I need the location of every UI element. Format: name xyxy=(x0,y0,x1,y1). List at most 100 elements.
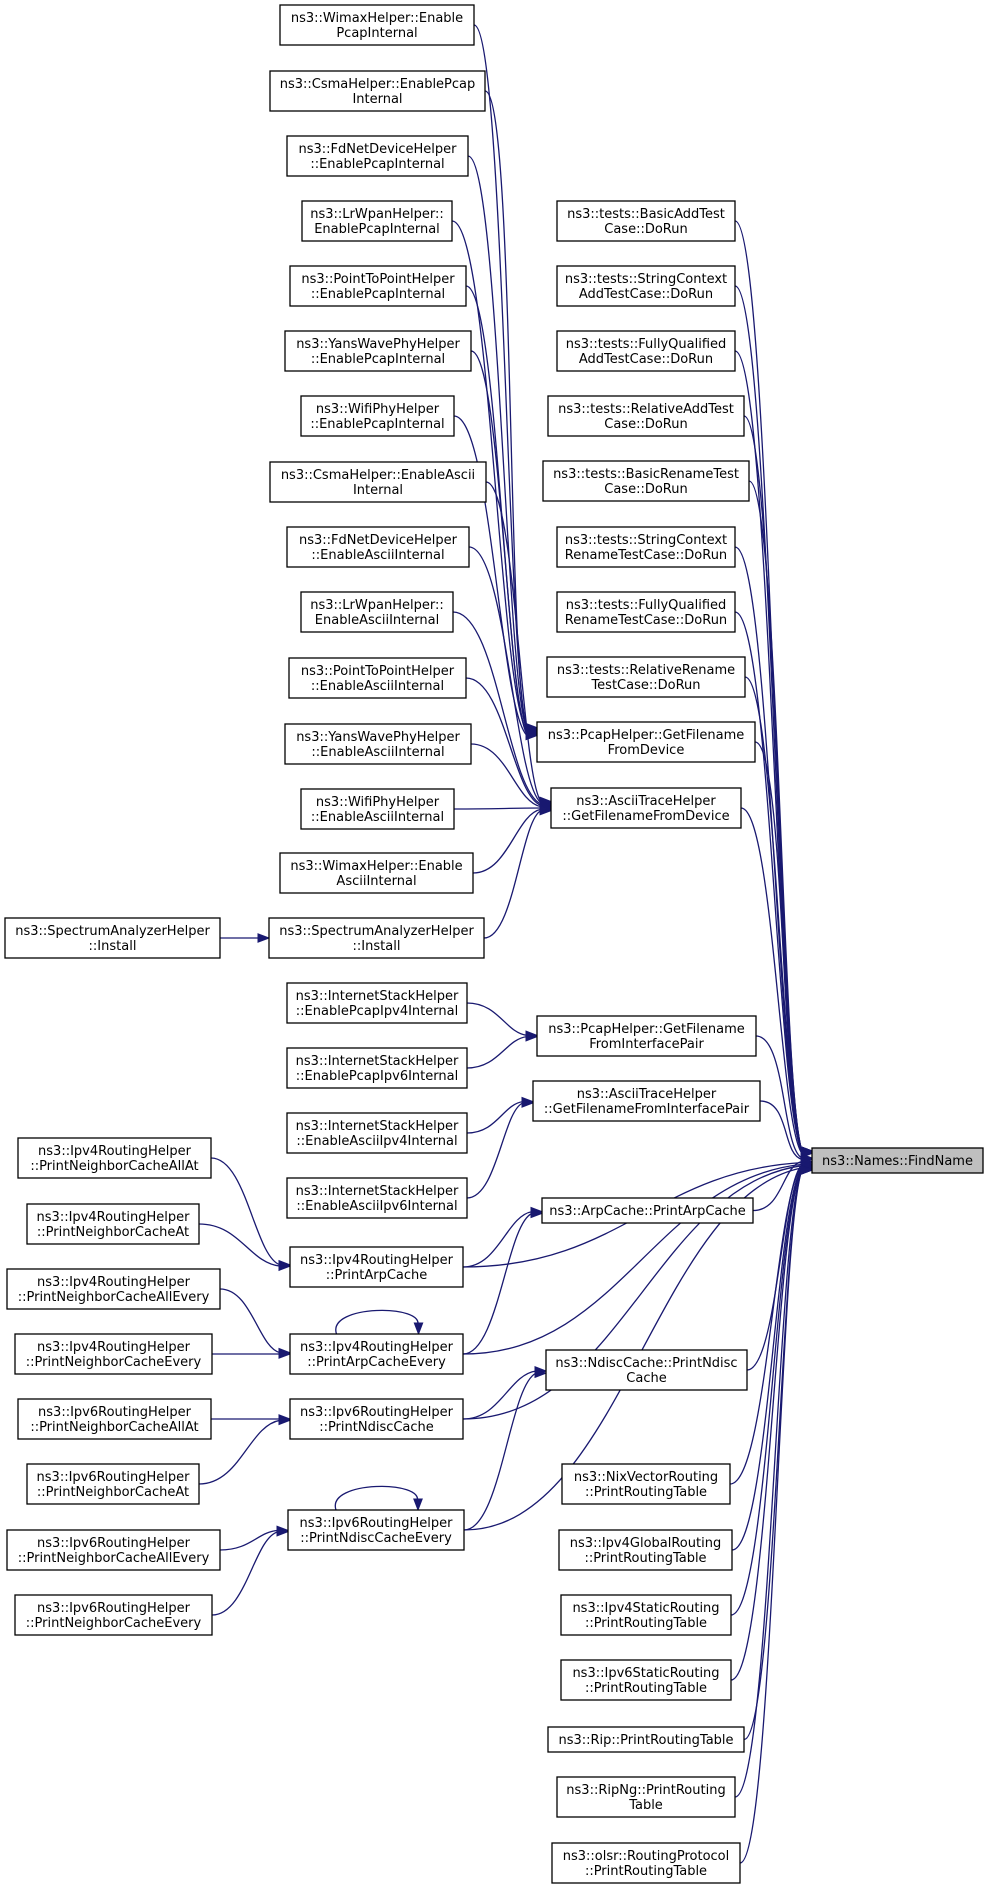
node-olsr-rt[interactable]: ns3::olsr::RoutingProtocol::PrintRouting… xyxy=(551,1842,741,1884)
arrowhead xyxy=(278,1349,292,1359)
node-t-string-ren[interactable]: ns3::tests::StringContextRenameTestCase:… xyxy=(556,526,736,568)
node-nix-rt[interactable]: ns3::NixVectorRouting::PrintRoutingTable xyxy=(561,1463,731,1505)
node-label: ns3::tests::FullyQualified xyxy=(566,337,727,352)
edge-ish-ascii6-to-ascii-if xyxy=(466,1102,524,1199)
node-box xyxy=(541,1197,754,1224)
node-box xyxy=(556,265,736,307)
node-box xyxy=(14,1333,213,1375)
edge-ascii-dev-to-target xyxy=(740,807,803,1154)
edge-t-fully-ren-to-target xyxy=(734,611,803,1152)
node-v6-ndisc[interactable]: ns3::Ipv6RoutingHelper::PrintNdiscCache xyxy=(289,1398,464,1440)
edge-pcap-if-to-target xyxy=(755,1035,803,1159)
node-spectrum-left[interactable]: ns3::SpectrumAnalyzerHelper::Install xyxy=(4,917,221,959)
node-ish-pcap4[interactable]: ns3::InternetStackHelper::EnablePcapIpv4… xyxy=(286,982,468,1024)
node-t-fully-add[interactable]: ns3::tests::FullyQualifiedAddTestCase::D… xyxy=(556,330,736,372)
node-csma-pcap[interactable]: ns3::CsmaHelper::EnablePcapInternal xyxy=(269,70,486,112)
node-label: ns3::PointToPointHelper xyxy=(301,664,455,679)
node-box xyxy=(286,526,470,568)
node-lrwpan-pcap[interactable]: ns3::LrWpanHelper::EnablePcapInternal xyxy=(301,200,453,242)
node-pcap-dev[interactable]: ns3::PcapHelper::GetFilenameFromDevice xyxy=(536,721,756,763)
node-box xyxy=(532,1080,761,1122)
node-target[interactable]: ns3::Names::FindName xyxy=(811,1147,984,1174)
node-t-rel-ren[interactable]: ns3::tests::RelativeRenameTestCase::DoRu… xyxy=(546,656,746,698)
node-v4-arp[interactable]: ns3::Ipv4RoutingHelper::PrintArpCache xyxy=(289,1246,464,1288)
node-yans-pcap[interactable]: ns3::YansWavePhyHelper::EnablePcapIntern… xyxy=(284,330,472,372)
node-label: ::PrintNeighborCacheAllEvery xyxy=(18,1290,210,1305)
node-v6-nc-allat[interactable]: ns3::Ipv6RoutingHelper::PrintNeighborCac… xyxy=(17,1398,212,1440)
node-yans-ascii[interactable]: ns3::YansWavePhyHelper::EnableAsciiInter… xyxy=(284,723,472,765)
node-v6s-rt[interactable]: ns3::Ipv6StaticRouting::PrintRoutingTabl… xyxy=(560,1659,732,1701)
node-label: ns3::tests::BasicAddTest xyxy=(567,207,725,222)
node-v4-nc-every[interactable]: ns3::Ipv4RoutingHelper::PrintNeighborCac… xyxy=(14,1333,213,1375)
node-box xyxy=(287,1509,465,1551)
node-label: ns3::Ipv4RoutingHelper xyxy=(38,1144,192,1159)
edge-ripng-rt-to-target xyxy=(734,1169,803,1798)
edge-rip-rt-to-target xyxy=(743,1169,803,1741)
node-ripng-rt[interactable]: ns3::RipNg::PrintRoutingTable xyxy=(556,1776,736,1818)
node-label: ns3::tests::StringContext xyxy=(565,533,727,548)
node-wifi-ascii[interactable]: ns3::WifiPhyHelper::EnableAsciiInternal xyxy=(300,788,455,830)
arrowhead xyxy=(530,1208,544,1219)
node-wimax-ascii[interactable]: ns3::WimaxHelper::EnableAsciiInternal xyxy=(279,852,474,894)
node-v6-ndisc-every[interactable]: ns3::Ipv6RoutingHelper::PrintNdiscCacheE… xyxy=(287,1509,465,1551)
node-box xyxy=(546,656,746,698)
node-label: ns3::Ipv6StaticRouting xyxy=(572,1666,719,1681)
node-box xyxy=(289,265,467,307)
node-wifi-pcap[interactable]: ns3::WifiPhyHelper::EnablePcapInternal xyxy=(300,395,455,437)
node-lrwpan-ascii[interactable]: ns3::LrWpanHelper::EnableAsciiInternal xyxy=(300,591,454,633)
node-spectrum-mid[interactable]: ns3::SpectrumAnalyzerHelper::Install xyxy=(268,917,485,959)
node-p2p-ascii[interactable]: ns3::PointToPointHelper::EnableAsciiInte… xyxy=(288,657,467,699)
node-fd-pcap[interactable]: ns3::FdNetDeviceHelper::EnablePcapIntern… xyxy=(286,135,469,177)
node-p2p-pcap[interactable]: ns3::PointToPointHelper::EnablePcapInter… xyxy=(289,265,467,307)
node-ish-ascii6[interactable]: ns3::InternetStackHelper::EnableAsciiIpv… xyxy=(286,1177,468,1219)
node-label: ns3::WifiPhyHelper xyxy=(316,795,440,810)
node-label: AddTestCase::DoRun xyxy=(579,352,713,367)
node-t-fully-ren[interactable]: ns3::tests::FullyQualifiedRenameTestCase… xyxy=(556,591,736,633)
node-v4-arp-every[interactable]: ns3::Ipv4RoutingHelper::PrintArpCacheEve… xyxy=(289,1333,464,1375)
node-v4s-rt[interactable]: ns3::Ipv4StaticRouting::PrintRoutingTabl… xyxy=(560,1594,732,1636)
node-t-string-add[interactable]: ns3::tests::StringContextAddTestCase::Do… xyxy=(556,265,736,307)
node-label: ::EnablePcapInternal xyxy=(311,287,445,302)
node-csma-ascii[interactable]: ns3::CsmaHelper::EnableAsciiInternal xyxy=(269,461,487,503)
node-arp-print[interactable]: ns3::ArpCache::PrintArpCache xyxy=(541,1197,754,1224)
node-v6-nc-allevery[interactable]: ns3::Ipv6RoutingHelper::PrintNeighborCac… xyxy=(6,1529,221,1571)
node-pcap-if[interactable]: ns3::PcapHelper::GetFilenameFromInterfac… xyxy=(536,1015,757,1057)
node-label: ns3::YansWavePhyHelper xyxy=(296,730,460,745)
node-label: ns3::WimaxHelper::Enable xyxy=(291,11,463,26)
node-v4-nc-allevery[interactable]: ns3::Ipv4RoutingHelper::PrintNeighborCac… xyxy=(6,1268,221,1310)
node-rip-rt[interactable]: ns3::Rip::PrintRoutingTable xyxy=(547,1726,745,1753)
node-ish-ascii4[interactable]: ns3::InternetStackHelper::EnableAsciiIpv… xyxy=(286,1112,468,1154)
node-wimax-pcap[interactable]: ns3::WimaxHelper::EnablePcapInternal xyxy=(279,4,475,46)
node-label: ::PrintRoutingTable xyxy=(585,1681,707,1696)
node-label: ns3::tests::RelativeRename xyxy=(557,663,735,678)
node-v4g-rt[interactable]: ns3::Ipv4GlobalRouting::PrintRoutingTabl… xyxy=(558,1529,733,1571)
node-fd-ascii[interactable]: ns3::FdNetDeviceHelper::EnableAsciiInter… xyxy=(286,526,470,568)
node-label: FromDevice xyxy=(608,743,685,758)
edge-v4s-rt-to-target xyxy=(730,1169,803,1616)
node-v4-nc-allat[interactable]: ns3::Ipv4RoutingHelper::PrintNeighborCac… xyxy=(17,1137,212,1179)
node-v6-nc-every[interactable]: ns3::Ipv6RoutingHelper::PrintNeighborCac… xyxy=(14,1594,213,1636)
node-box xyxy=(811,1147,984,1174)
node-label: ns3::WifiPhyHelper xyxy=(316,402,440,417)
node-ndisc-print[interactable]: ns3::NdiscCache::PrintNdiscCache xyxy=(545,1349,748,1391)
node-ish-pcap6[interactable]: ns3::InternetStackHelper::EnablePcapIpv6… xyxy=(286,1047,468,1089)
node-v6-nc-at[interactable]: ns3::Ipv6RoutingHelper::PrintNeighborCac… xyxy=(26,1463,200,1505)
node-label: ns3::Ipv4RoutingHelper xyxy=(37,1210,191,1225)
node-label: ::PrintNeighborCacheAllAt xyxy=(30,1420,198,1435)
node-label: RenameTestCase::DoRun xyxy=(565,613,727,628)
node-ascii-if[interactable]: ns3::AsciiTraceHelper::GetFilenameFromIn… xyxy=(532,1080,761,1122)
node-box xyxy=(547,395,745,437)
node-label: AsciiInternal xyxy=(336,874,416,889)
node-label: Cache xyxy=(626,1371,666,1386)
node-v4-nc-at[interactable]: ns3::Ipv4RoutingHelper::PrintNeighborCac… xyxy=(26,1203,200,1245)
node-ascii-dev[interactable]: ns3::AsciiTraceHelper::GetFilenameFromDe… xyxy=(550,787,742,829)
edge-v4-arp-every-to-v4-arp-every xyxy=(335,1309,419,1335)
node-label: ::PrintNdiscCache xyxy=(319,1420,434,1435)
arrowhead xyxy=(525,1031,539,1042)
edge-v4-arp-every-to-arp-print xyxy=(462,1212,533,1355)
edge-wifi-ascii-to-ascii-dev xyxy=(453,807,542,810)
arrowhead xyxy=(539,805,553,816)
